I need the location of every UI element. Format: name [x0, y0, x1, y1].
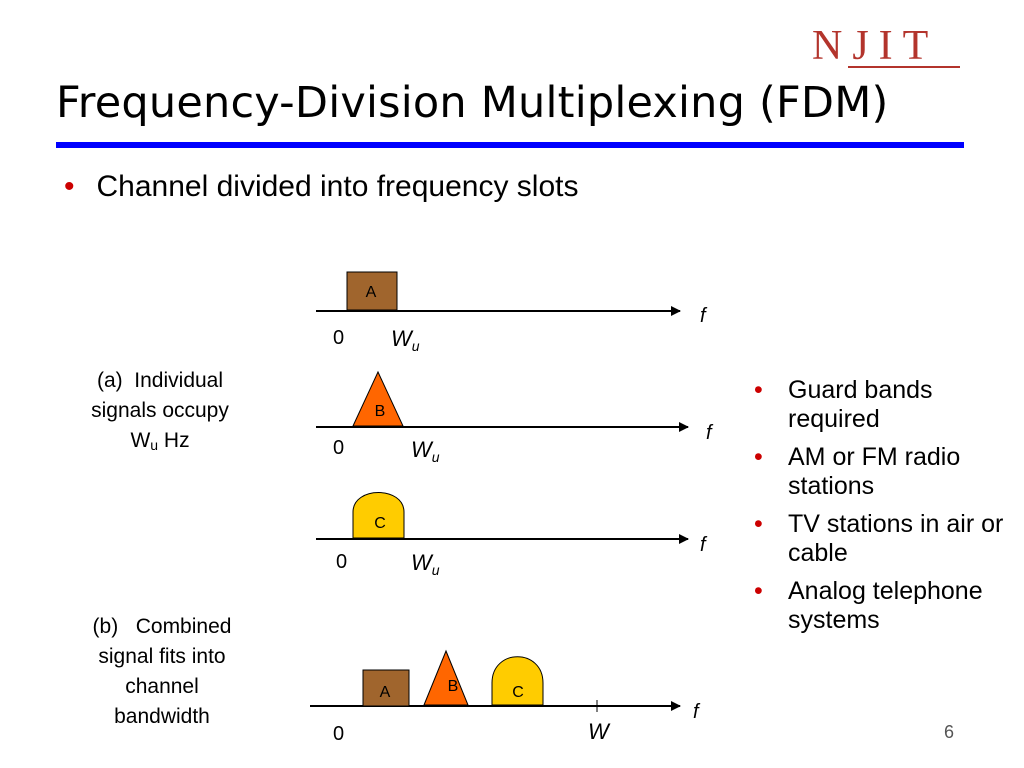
combined-signal-c-shape	[491, 656, 544, 706]
caption-b-line2: signal fits into	[98, 645, 226, 668]
bullet-dot: •	[754, 577, 763, 605]
list-item-text: Guard bands required	[788, 376, 933, 433]
axis-zero-label: 0	[333, 437, 344, 459]
list-item-text: AM or FM radio stations	[788, 443, 961, 500]
page-number: 6	[944, 722, 955, 742]
row-signal-c: C f 0 Wu	[316, 492, 708, 578]
caption-a-w: W	[130, 429, 151, 452]
axis-f-label: f	[706, 422, 714, 444]
row-signal-b: B f 0 Wu	[316, 370, 714, 465]
signal-c-label: C	[374, 515, 386, 532]
signal-a-block	[346, 271, 398, 311]
signal-a-label: A	[366, 284, 377, 301]
signal-c-shape	[352, 492, 405, 539]
axis-f-label: f	[693, 701, 701, 723]
caption-b-prefix: (b)	[92, 615, 119, 638]
combined-signal-b-triangle	[423, 649, 469, 706]
axis-zero-label: 0	[336, 551, 347, 573]
list-item: • Analog telephone systems	[748, 577, 1018, 635]
caption-individual-signals: (a) Individual signals occupy Wu Hz	[60, 366, 260, 460]
axis-zero-label: 0	[333, 327, 344, 349]
caption-combined-signal: (b) Combined signal fits into channel ba…	[62, 612, 262, 732]
axis-w-label: W	[588, 719, 611, 744]
main-bullet-text: Channel divided into frequency slots	[96, 170, 579, 203]
logo-underline	[848, 66, 960, 68]
combined-signal-b-label: B	[448, 678, 459, 695]
bullet-dot: •	[754, 376, 763, 404]
signal-b-triangle	[352, 370, 404, 427]
row-signal-a: A f 0 Wu	[316, 271, 708, 354]
axis-f-label: f	[700, 305, 708, 327]
main-bullet: • Channel divided into frequency slots	[64, 170, 578, 204]
caption-b-line4: bandwidth	[114, 705, 210, 728]
bullet-dot: •	[754, 443, 763, 471]
caption-b-line1: Combined	[135, 615, 232, 638]
list-item: • Guard bands required	[748, 376, 1018, 434]
axis-wu-label: Wu	[391, 326, 420, 354]
combined-signal-c-label: C	[512, 684, 524, 701]
caption-b-line3: channel	[125, 675, 199, 698]
fdm-uses-list: • Guard bands required • AM or FM radio st…	[748, 376, 1018, 644]
list-item-text: Analog telephone systems	[788, 577, 983, 634]
bullet-dot: •	[754, 510, 763, 538]
combined-signal-a-block	[362, 669, 410, 707]
signal-b-label: B	[375, 403, 386, 420]
caption-a-line2: signals occupy	[91, 399, 229, 422]
list-item: • TV stations in air or cable	[748, 510, 1018, 568]
list-item: • AM or FM radio stations	[748, 443, 1018, 501]
njit-logo: NJIT	[812, 23, 939, 69]
axis-f-label: f	[700, 534, 708, 556]
axis-zero-label: 0	[333, 723, 344, 745]
list-item-text: TV stations in air or cable	[788, 510, 1004, 567]
caption-a-hz: Hz	[158, 429, 190, 452]
caption-a-line1: Individual	[134, 369, 224, 392]
slide-title: Frequency-Division Multiplexing (FDM)	[56, 78, 889, 128]
title-rule	[56, 142, 964, 148]
combined-signal-a-label: A	[380, 684, 391, 701]
axis-wu-label: Wu	[411, 550, 440, 578]
bullet-dot: •	[64, 170, 75, 203]
caption-a-prefix: (a)	[96, 369, 123, 392]
row-combined: A B C f 0 W	[310, 649, 701, 745]
axis-wu-label: Wu	[411, 437, 440, 465]
caption-a-w-sub: u	[150, 437, 159, 453]
